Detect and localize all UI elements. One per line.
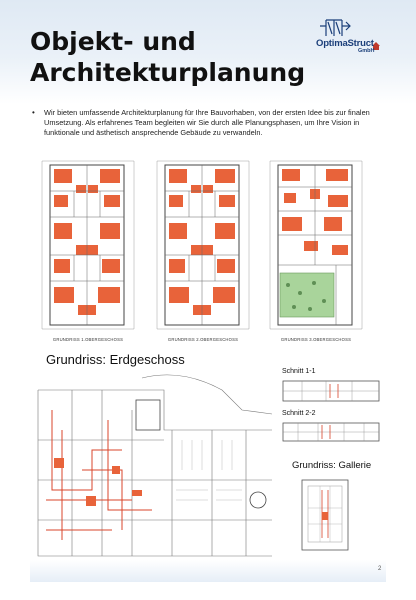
floor-plan-caption: GRUNDRISS 1.OBERGESCHOSS — [52, 337, 124, 342]
floor-plan-drawing — [41, 160, 135, 330]
header-band: Objekt- und Architekturplanung OptimaStr… — [0, 0, 416, 104]
gallery-heading: Grundriss: Gallerie — [292, 460, 372, 471]
logo-frame-icon — [320, 19, 380, 50]
floor-plan-3og: GRUNDRISS 3.OBERGESCHOSS — [266, 155, 366, 345]
page-title: Objekt- und Architekturplanung — [30, 26, 330, 88]
section-1-label: Schnitt 1-1 — [282, 368, 316, 375]
floor-plan-caption: GRUNDRISS 3.OBERGESCHOSS — [280, 337, 352, 342]
title-line-2: Architekturplanung — [30, 58, 306, 87]
intro-list: Wir bieten umfassende Architekturplanung… — [30, 108, 386, 139]
title-line-1: Objekt- und — [30, 27, 196, 56]
intro-bullet: Wir bieten umfassende Architekturplanung… — [30, 108, 386, 139]
floor-plan-caption: GRUNDRISS 2.OBERGESCHOSS — [167, 337, 239, 342]
company-logo: OptimaStruct GmbH — [316, 18, 386, 58]
floor-plan-drawing — [156, 160, 250, 330]
page-number: 2 — [378, 566, 382, 572]
floor-plan-1og: GRUNDRISS 1.OBERGESCHOSS — [38, 155, 138, 345]
section-2-label: Schnitt 2-2 — [282, 410, 316, 417]
floor-plan-drawing — [269, 160, 363, 330]
footer-band — [30, 560, 386, 582]
logo-suffix: GmbH — [358, 48, 375, 54]
section-2-drawing — [282, 422, 380, 442]
ground-floor-heading: Grundriss: Erdgeschoss — [46, 352, 185, 367]
floor-plan-2og: GRUNDRISS 2.OBERGESCHOSS — [153, 155, 253, 345]
floor-plans-row: GRUNDRISS 1.OBERGESCHOSS — [38, 155, 388, 345]
ground-floor-plan — [32, 370, 274, 560]
gallery-plan-drawing — [301, 479, 349, 551]
section-1-drawing — [282, 380, 380, 402]
logo-name: OptimaStruct — [316, 38, 374, 49]
